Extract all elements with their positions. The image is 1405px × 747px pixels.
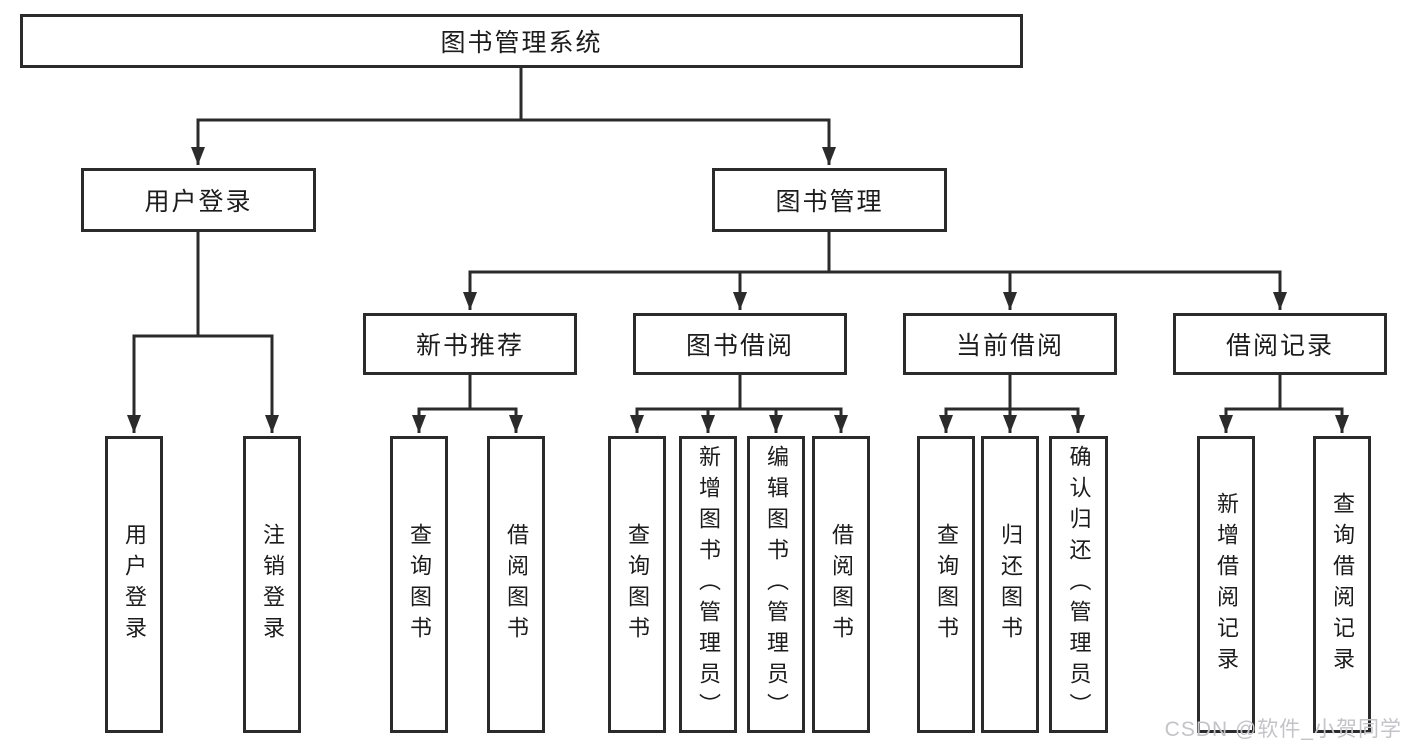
leaf-label: 新增借阅记录	[1214, 491, 1239, 678]
leaf-label: 新增图书（管理员）	[696, 445, 721, 724]
leaf-label: 查询图书	[934, 522, 959, 647]
node-user-login: 用户登录	[81, 168, 316, 232]
leaf-query-borrow-record: 查询借阅记录	[1313, 436, 1371, 733]
leaf-borrow-books-borrow: 借阅图书	[812, 436, 870, 733]
leaf-label: 注销登录	[260, 522, 285, 647]
node-borrowing-records: 借阅记录	[1173, 313, 1387, 375]
leaf-return-books: 归还图书	[981, 436, 1039, 733]
leaf-label: 编辑图书（管理员）	[764, 445, 789, 724]
leaf-add-borrow-record: 新增借阅记录	[1197, 436, 1255, 733]
node-book-management: 图书管理	[712, 168, 947, 232]
node-book-borrowing: 图书借阅	[633, 313, 847, 375]
leaf-query-books-borrow: 查询图书	[608, 436, 666, 733]
leaf-query-books-current: 查询图书	[917, 436, 975, 733]
leaf-label: 确认归还（管理员）	[1066, 445, 1092, 724]
leaf-logout: 注销登录	[243, 436, 301, 733]
connectors	[127, 68, 1349, 433]
leaf-query-books-newbook: 查询图书	[390, 436, 448, 733]
node-current-borrowing: 当前借阅	[903, 313, 1117, 375]
node-library-management-system: 图书管理系统	[20, 14, 1023, 68]
leaf-label: 查询图书	[625, 522, 650, 647]
leaf-label: 归还图书	[998, 522, 1023, 647]
leaf-user-login: 用户登录	[105, 436, 163, 733]
watermark: CSDN @软件_小贺同学	[1164, 718, 1402, 741]
leaf-edit-book-admin: 编辑图书（管理员）	[747, 436, 805, 733]
leaf-label: 查询图书	[407, 522, 432, 647]
leaf-add-book-admin: 新增图书（管理员）	[679, 436, 737, 733]
node-new-book-recommend: 新书推荐	[363, 313, 577, 375]
leaf-label: 查询借阅记录	[1330, 491, 1355, 678]
leaf-label: 借阅图书	[829, 522, 854, 647]
leaf-label: 用户登录	[122, 522, 147, 647]
leaf-borrow-books-newbook: 借阅图书	[487, 436, 545, 733]
leaf-label: 借阅图书	[504, 522, 529, 647]
leaf-confirm-return-admin: 确认归还（管理员）	[1049, 436, 1108, 733]
